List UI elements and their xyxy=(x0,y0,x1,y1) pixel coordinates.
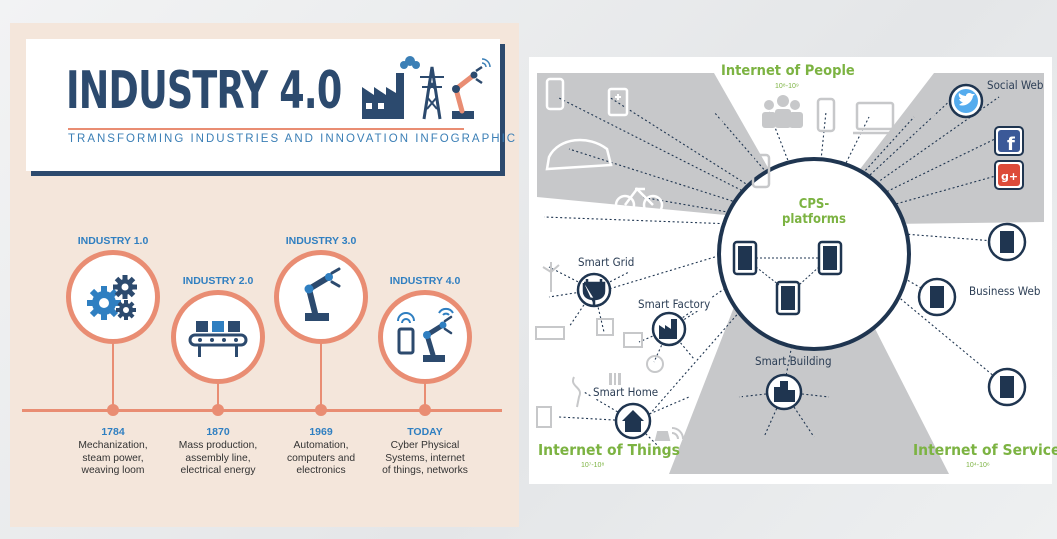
era-circle-4 xyxy=(378,290,472,384)
factory-pylon-robot-icon xyxy=(362,56,491,120)
internet-of-things-range: 10⁷-10⁸ xyxy=(581,462,605,469)
internet-of-people-range: 10⁸-10⁹ xyxy=(775,83,799,90)
title-divider xyxy=(68,128,464,130)
era-year: 1784 xyxy=(101,426,125,438)
cps-platforms-diagram: f g+ xyxy=(529,57,1057,484)
timeline-dot xyxy=(212,404,224,416)
connected-robot-icon xyxy=(397,307,454,362)
era-description: Mass production,assembly line,electrical… xyxy=(178,440,258,476)
timeline-dot xyxy=(419,404,431,416)
era-circle-2 xyxy=(171,290,265,384)
era-circle-1 xyxy=(66,250,160,344)
era-label: INDUSTRY 1.0 xyxy=(77,235,149,247)
internet-of-things-title: Internet of Things xyxy=(538,441,680,459)
smart-home-label: Smart Home xyxy=(592,385,660,399)
timeline-stem xyxy=(112,333,114,409)
gears-icon xyxy=(87,275,137,320)
era-label: INDUSTRY 4.0 xyxy=(389,275,461,287)
era-year: 1969 xyxy=(309,426,333,438)
smart-factory-label: Smart Factory xyxy=(637,297,712,311)
business-web-label: Business Web xyxy=(969,284,1041,298)
era-description: Mechanization,steam power,weaving loom xyxy=(78,440,148,476)
cps-network-graphic: f g+ xyxy=(535,73,1044,474)
timeline-dot xyxy=(315,404,327,416)
timeline-stem xyxy=(424,373,426,409)
smart-grid-label: Smart Grid xyxy=(577,255,636,269)
timeline-dot xyxy=(107,404,119,416)
era-label: INDUSTRY 2.0 xyxy=(182,275,254,287)
infographic-title: INDUSTRY 4.0 xyxy=(66,61,342,121)
era-label: INDUSTRY 3.0 xyxy=(285,235,357,247)
internet-of-services-title: Internet of Services xyxy=(913,441,1057,459)
conveyor-belt-icon xyxy=(188,321,248,357)
timeline-stem xyxy=(217,373,219,409)
smart-building-label: Smart Building xyxy=(755,354,832,368)
robot-arm-icon xyxy=(304,267,341,321)
era-circle-3 xyxy=(274,250,368,344)
svg-text:g+: g+ xyxy=(1001,170,1018,183)
timeline-axis xyxy=(22,409,502,412)
svg-text:f: f xyxy=(1007,134,1015,155)
era-year: TODAY xyxy=(407,426,443,438)
era-year: 1870 xyxy=(206,426,230,438)
cps-platforms-label: CPS- platforms xyxy=(782,197,846,227)
social-web-label: Social Web xyxy=(987,78,1044,92)
industry-timeline-infographic: INDUSTRY 4.0 TRANSFORMING INDUSTRIES AND… xyxy=(10,23,519,527)
timeline-stem xyxy=(320,333,322,409)
infographic-subtitle: TRANSFORMING INDUSTRIES AND INNOVATION I… xyxy=(68,133,518,145)
internet-of-services-range: 10⁴-10⁶ xyxy=(966,462,990,469)
internet-of-people-title: Internet of People xyxy=(721,63,855,79)
server-icon xyxy=(732,240,843,316)
title-card: INDUSTRY 4.0 TRANSFORMING INDUSTRIES AND… xyxy=(26,39,515,171)
